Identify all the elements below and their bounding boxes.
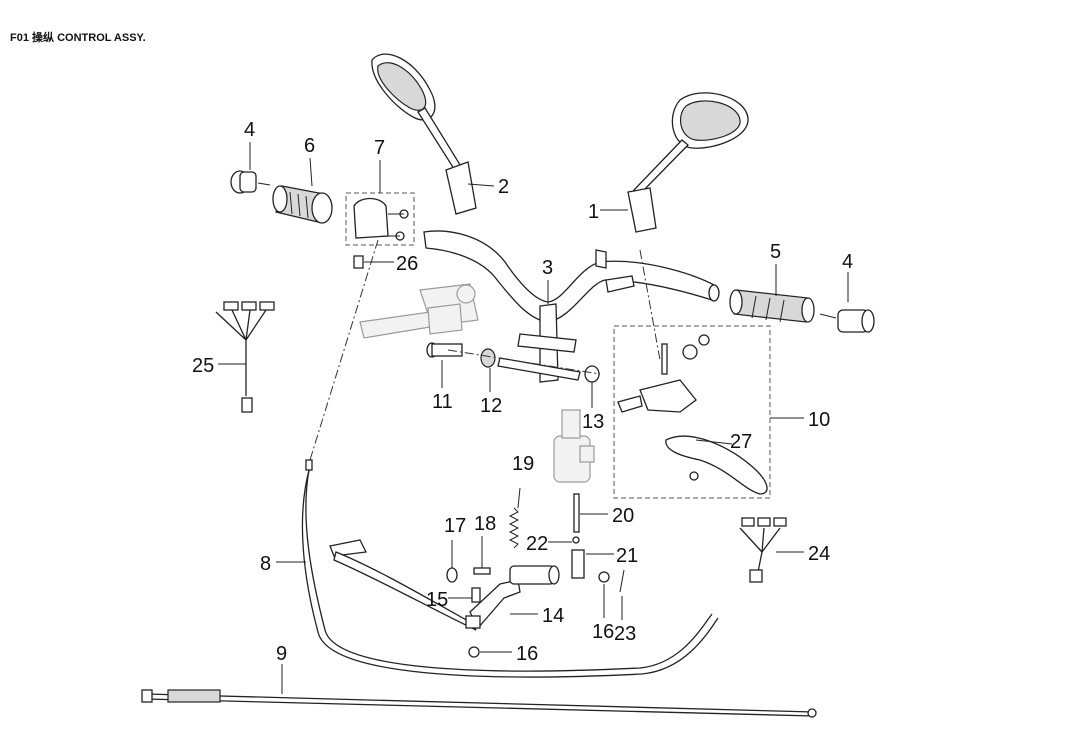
callout-10: 10 <box>808 409 830 431</box>
callout-12: 12 <box>480 395 502 417</box>
callout-18: 18 <box>474 513 496 535</box>
bushing-12 <box>480 348 496 368</box>
ghost-fluid-reservoir <box>553 409 595 483</box>
callout-24: 24 <box>808 543 830 565</box>
callout-25: 25 <box>192 355 214 377</box>
callout-1: 1 <box>588 201 599 223</box>
clutch-lever-assembly <box>613 325 771 499</box>
callout-5: 5 <box>770 241 781 263</box>
callout-23: 23 <box>614 623 636 645</box>
callout-7: 7 <box>374 137 385 159</box>
title-chinese: 操纵 <box>32 32 55 44</box>
callout-4-right: 4 <box>842 251 853 273</box>
small-parts <box>446 536 625 658</box>
pivot-bolt-11 <box>426 342 463 358</box>
left-bar-end-weight <box>230 170 271 194</box>
right-grip <box>729 289 815 323</box>
right-switch-harness <box>739 517 787 583</box>
clevis-21 <box>571 549 585 579</box>
spring-19 <box>508 507 520 549</box>
callout-17: 17 <box>444 515 466 537</box>
callout-3: 3 <box>542 257 553 279</box>
title-english: CONTROL ASSY. <box>57 32 146 44</box>
callout-4-left: 4 <box>244 119 255 141</box>
callout-2: 2 <box>498 176 509 198</box>
right-bar-end-weight <box>819 309 875 333</box>
nut-13 <box>584 365 600 383</box>
callout-21: 21 <box>616 545 638 567</box>
left-switch-harness <box>215 301 275 413</box>
callout-11: 11 <box>432 391 453 413</box>
callout-16-upper: 16 <box>592 621 614 643</box>
left-grip <box>272 185 333 224</box>
ghost-brake-master-cylinder <box>359 283 479 339</box>
callout-19: 19 <box>512 453 534 475</box>
callout-20: 20 <box>612 505 634 527</box>
pushrod-20 <box>573 493 580 533</box>
handlebar <box>423 230 720 383</box>
callout-22: 22 <box>526 533 548 555</box>
brake-pedal <box>329 539 560 631</box>
callout-9: 9 <box>276 643 287 665</box>
callout-15: 15 <box>426 589 448 611</box>
right-mirror <box>627 92 749 233</box>
callout-13: 13 <box>582 411 604 433</box>
clutch-cable-8 <box>301 459 719 678</box>
left-switch-housing <box>345 192 415 269</box>
callout-26: 26 <box>396 253 418 275</box>
callout-14: 14 <box>542 605 564 627</box>
callout-16-lower: 16 <box>516 643 538 665</box>
callout-27: 27 <box>730 431 752 453</box>
callout-8: 8 <box>260 553 271 575</box>
diagram-title: F01 操纵 CONTROL ASSY. <box>10 29 146 45</box>
left-mirror <box>371 53 477 215</box>
callout-6: 6 <box>304 135 315 157</box>
title-code: F01 <box>10 32 29 44</box>
throttle-cable-9 <box>141 689 817 718</box>
